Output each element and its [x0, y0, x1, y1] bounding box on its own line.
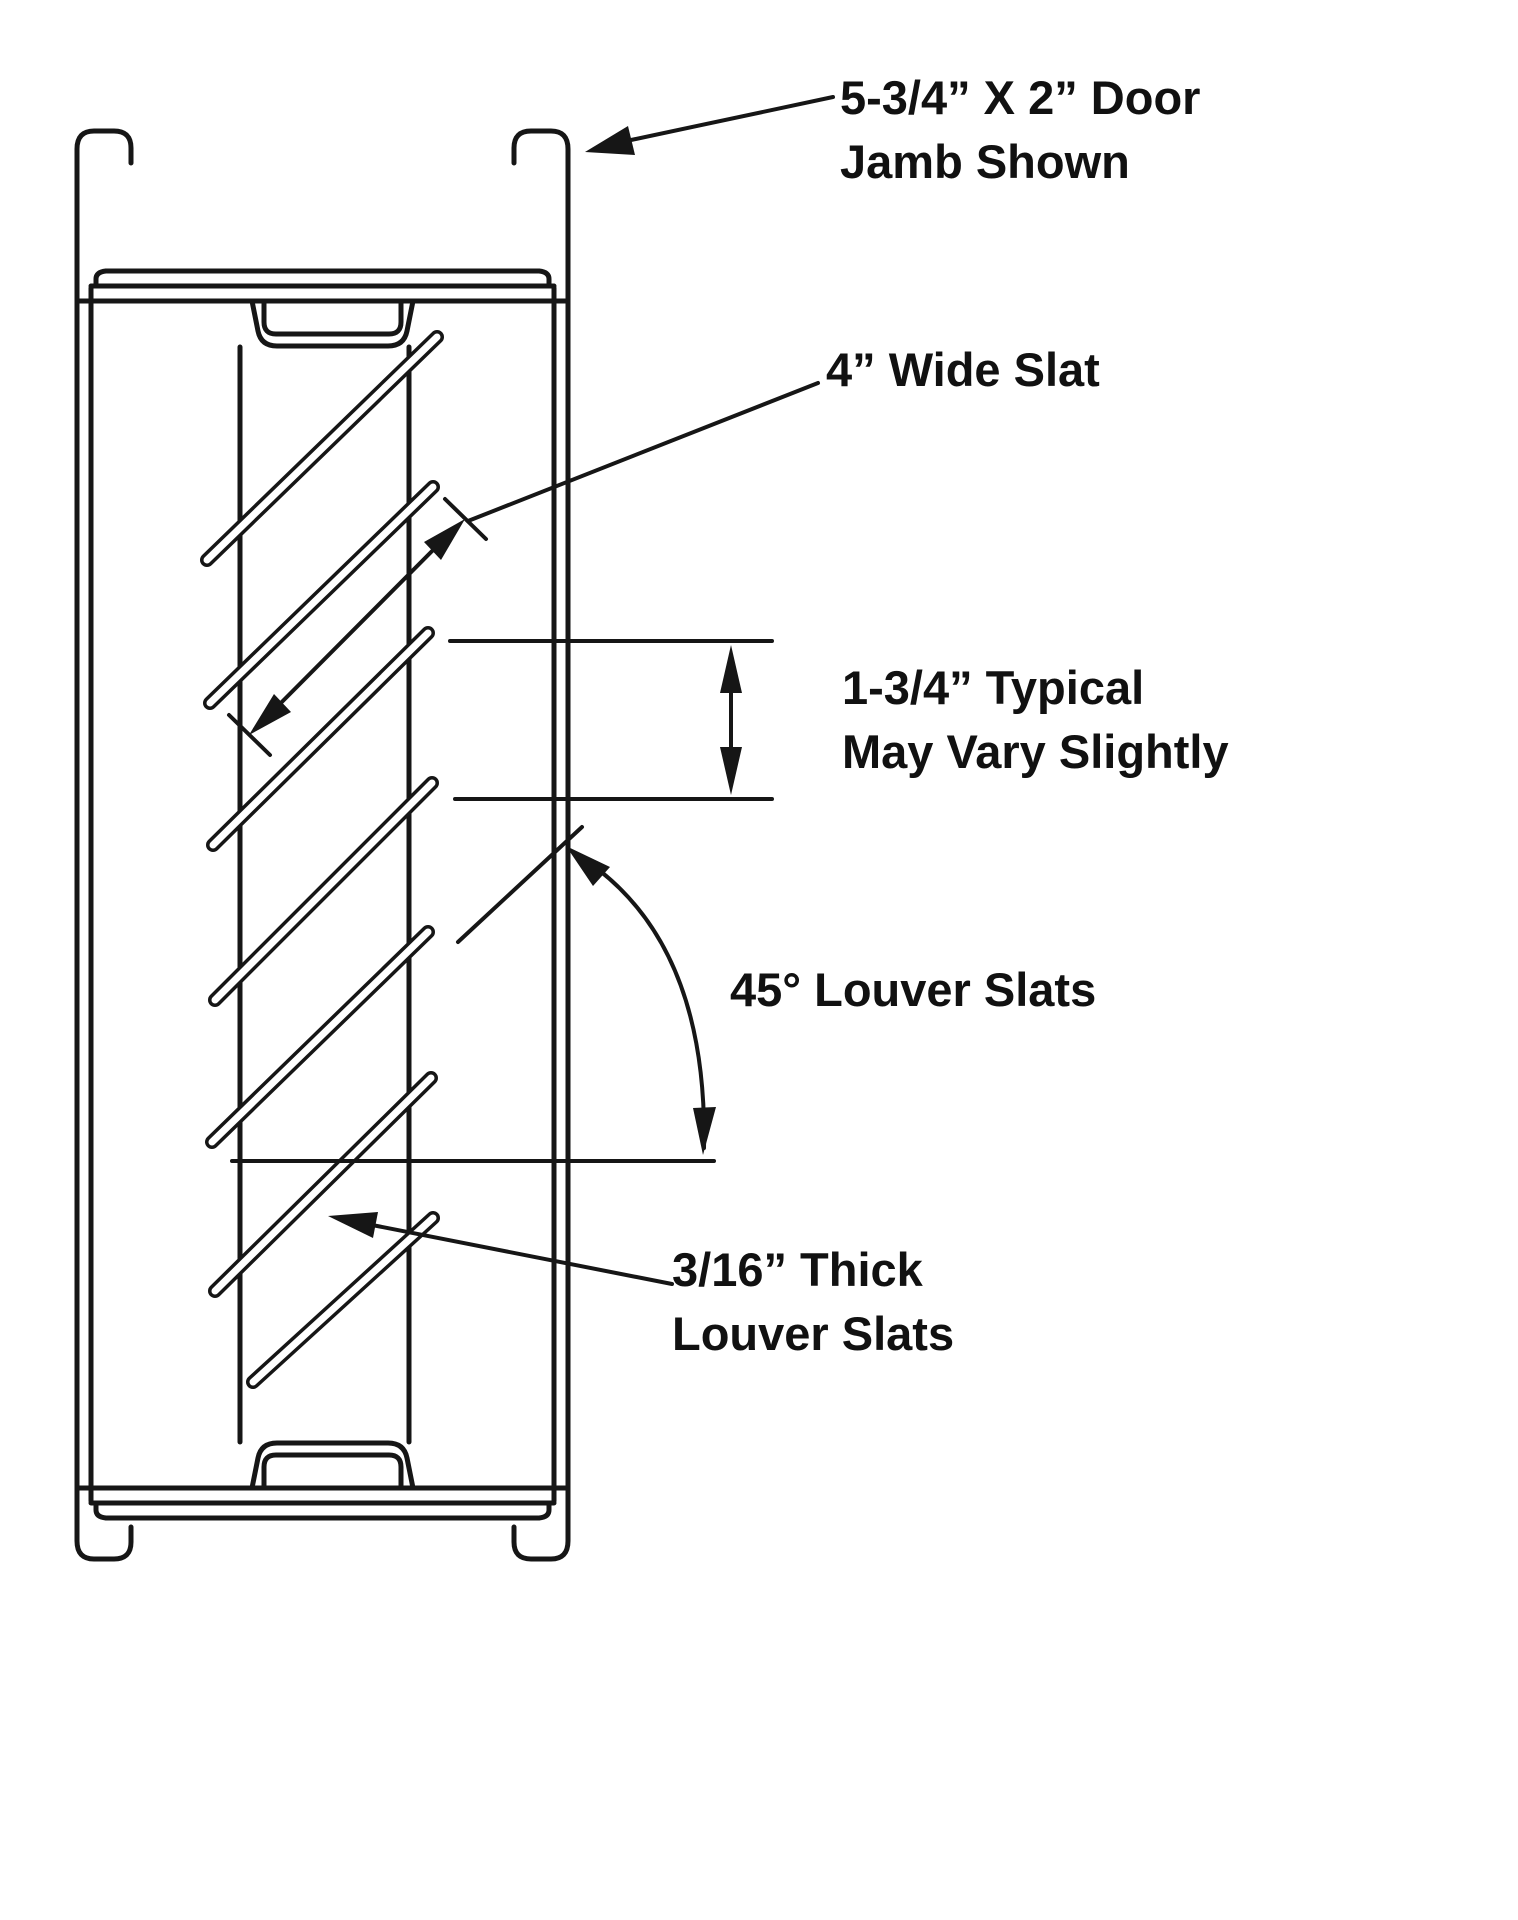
slat-extension-line-angle	[456, 825, 584, 944]
label-door-jamb-line1: 5-3/4” X 2” Door	[840, 71, 1201, 124]
louver-slat-4	[208, 776, 439, 1007]
label-wide-slat-line1: 4” Wide Slat	[826, 343, 1100, 396]
label-door-jamb-line2: Jamb Shown	[840, 135, 1130, 188]
arrowhead-slat-thickness	[328, 1212, 378, 1238]
leader-door-jamb	[629, 95, 835, 142]
label-slat-spacing: 1-3/4” Typical May Vary Slightly	[842, 656, 1229, 784]
jamb-top-flange-left-curl	[93, 268, 109, 289]
label-slat-spacing-line1: 1-3/4” Typical	[842, 661, 1145, 714]
arrowhead-door-jamb	[585, 126, 635, 155]
arrowhead-wide-slat-bottom	[249, 694, 291, 735]
jamb-right-face	[511, 128, 571, 1562]
dimension-wide-slat-tick-bottom	[227, 713, 272, 757]
dimension-wide-slat	[253, 529, 454, 731]
label-slat-angle: 45° Louver Slats	[730, 958, 1096, 1022]
dimension-wide-slat-tick-top	[443, 497, 488, 541]
jamb-bottom-flange-right-curl	[536, 1500, 552, 1521]
louver-slat-2	[203, 480, 440, 710]
louver-slat-7	[246, 1211, 440, 1389]
louver-slat-1	[200, 330, 444, 567]
jamb-left-face	[74, 128, 134, 1562]
louver-slat-3	[206, 626, 435, 852]
leader-wide-slat	[466, 381, 820, 523]
jamb-top-stop-inner	[261, 298, 404, 337]
angle-arc	[574, 852, 707, 1150]
louver-slats	[200, 330, 444, 1389]
label-door-jamb: 5-3/4” X 2” Door Jamb Shown	[840, 66, 1200, 194]
arrowhead-spacing-up	[720, 645, 742, 693]
jamb-bottom-stop-outer	[249, 1440, 416, 1491]
leader-slat-thickness	[370, 1223, 674, 1286]
label-slat-thickness-line1: 3/16” Thick	[672, 1243, 923, 1296]
arrowhead-angle-top	[566, 846, 610, 886]
arrowhead-spacing-down	[720, 747, 742, 795]
arrowhead-wide-slat-top	[424, 519, 465, 560]
label-slat-angle-line1: 45° Louver Slats	[730, 963, 1097, 1016]
louver-slat-5	[205, 925, 435, 1149]
jamb-bottom-flange-left-curl	[93, 1500, 109, 1521]
label-wide-slat: 4” Wide Slat	[826, 338, 1100, 402]
louver-slat-6	[208, 1071, 438, 1298]
jamb-bottom-stop-inner	[261, 1452, 404, 1491]
label-slat-thickness-line2: Louver Slats	[672, 1307, 955, 1360]
arrowhead-angle-bottom	[693, 1107, 716, 1155]
label-slat-spacing-line2: May Vary Slightly	[842, 725, 1229, 778]
label-slat-thickness: 3/16” Thick Louver Slats	[672, 1238, 954, 1366]
jamb-top-stop-outer	[249, 298, 416, 349]
jamb-top-flange-right-curl	[536, 268, 552, 289]
